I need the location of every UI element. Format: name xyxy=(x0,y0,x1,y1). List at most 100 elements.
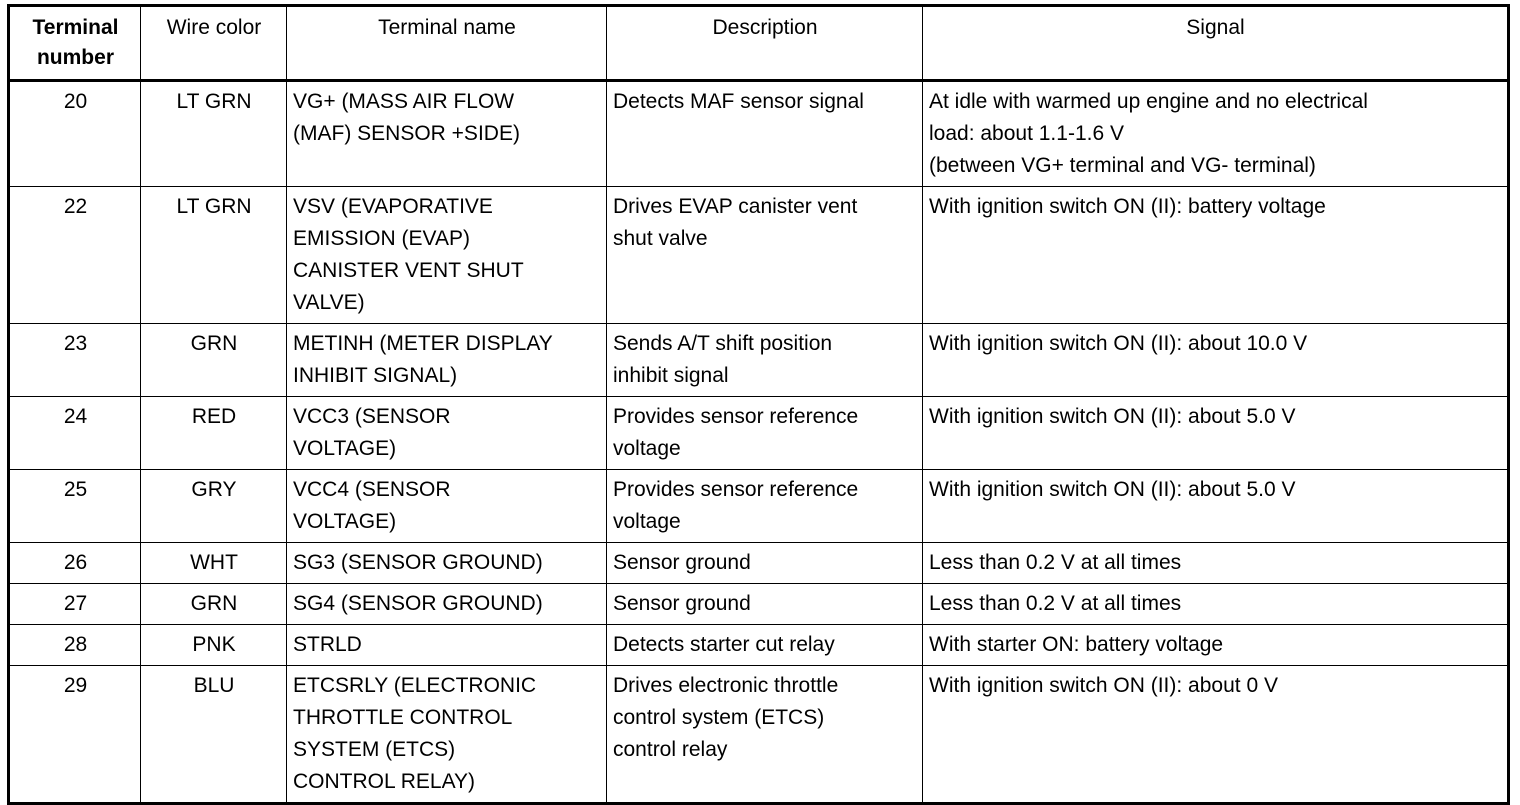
table-header: Terminal number Wire color Terminal name… xyxy=(8,5,1509,82)
cell-terminal-name: VG+ (MASS AIR FLOW (MAF) SENSOR +SIDE) xyxy=(286,80,607,187)
cell-terminal-name: VCC4 (SENSOR VOLTAGE) xyxy=(286,469,607,543)
cell-signal-line-1: With ignition switch ON (II): about 5.0 … xyxy=(929,478,1296,501)
cell-terminal-number: 26 xyxy=(8,542,141,584)
cell-signal: Less than 0.2 V at all times xyxy=(922,542,1509,584)
cell-terminal-name-line-1: VG+ (MASS AIR FLOW xyxy=(293,90,515,113)
cell-wire-color: BLU xyxy=(140,665,287,804)
column-header-terminal-name: Terminal name xyxy=(286,5,607,82)
cell-signal-line-1: Less than 0.2 V at all times xyxy=(929,551,1182,574)
cell-description-line-1: Detects MAF sensor signal xyxy=(613,90,864,113)
cell-terminal-name-line-1: SG3 (SENSOR GROUND) xyxy=(293,551,543,574)
cell-signal: With ignition switch ON (II): about 5.0 … xyxy=(922,396,1509,470)
cell-description: Sends A/T shift position inhibit signal xyxy=(606,323,923,397)
cell-description-line-1: Drives electronic throttle xyxy=(613,674,839,697)
cell-signal-line-2: load: about 1.1-1.6 V xyxy=(929,122,1124,145)
cell-terminal-name-line-2: (MAF) SENSOR +SIDE) xyxy=(293,122,520,145)
cell-signal-line-1: With ignition switch ON (II): battery vo… xyxy=(929,195,1326,218)
cell-signal-line-3: (between VG+ terminal and VG- terminal) xyxy=(929,154,1316,177)
cell-description: Sensor ground xyxy=(606,583,923,625)
cell-terminal-number: 27 xyxy=(8,583,141,625)
cell-signal-line-1: With ignition switch ON (II): about 10.0… xyxy=(929,332,1308,355)
cell-description: Detects MAF sensor signal xyxy=(606,80,923,187)
column-header-terminal-number-line-1: Terminal xyxy=(32,16,119,39)
cell-terminal-name-line-3: SYSTEM (ETCS) xyxy=(293,738,456,761)
cell-wire-color: WHT xyxy=(140,542,287,584)
cell-description-line-1: Provides sensor reference xyxy=(613,405,859,428)
cell-signal: With ignition switch ON (II): battery vo… xyxy=(922,186,1509,324)
cell-terminal-name: VSV (EVAPORATIVE EMISSION (EVAP) CANISTER … xyxy=(286,186,607,324)
column-header-signal: Signal xyxy=(922,5,1509,82)
cell-wire-color: GRN xyxy=(140,323,287,397)
cell-description-line-1: Sensor ground xyxy=(613,551,751,574)
cell-description-line-3: control relay xyxy=(613,738,728,761)
cell-description: Provides sensor reference voltage xyxy=(606,469,923,543)
cell-description-line-2: inhibit signal xyxy=(613,364,729,387)
cell-description-line-1: Provides sensor reference xyxy=(613,478,859,501)
cell-terminal-name-line-3: CANISTER VENT SHUT xyxy=(293,259,524,282)
cell-description: Provides sensor reference voltage xyxy=(606,396,923,470)
cell-terminal-name-line-1: SG4 (SENSOR GROUND) xyxy=(293,592,543,615)
cell-description-line-1: Sends A/T shift position xyxy=(613,332,833,355)
cell-description-line-2: shut valve xyxy=(613,227,708,250)
cell-signal: With ignition switch ON (II): about 0 V xyxy=(922,665,1509,804)
column-header-terminal-number-line-2: number xyxy=(36,46,114,69)
column-header-terminal-number: Terminal number xyxy=(8,5,141,82)
cell-signal: With ignition switch ON (II): about 10.0… xyxy=(922,323,1509,397)
cell-terminal-number: 24 xyxy=(8,396,141,470)
cell-terminal-name-line-1: VSV (EVAPORATIVE xyxy=(293,195,493,218)
cell-terminal-name: SG3 (SENSOR GROUND) xyxy=(286,542,607,584)
cell-terminal-name: STRLD xyxy=(286,624,607,666)
cell-description-line-1: Detects starter cut relay xyxy=(613,633,835,656)
cell-wire-color: GRN xyxy=(140,583,287,625)
cell-terminal-name-line-1: ETCSRLY (ELECTRONIC xyxy=(293,674,537,697)
cell-terminal-number: 25 xyxy=(8,469,141,543)
cell-description-line-2: control system (ETCS) xyxy=(613,706,825,729)
cell-description-line-1: Drives EVAP canister vent xyxy=(613,195,858,218)
cell-description: Drives EVAP canister vent shut valve xyxy=(606,186,923,324)
cell-terminal-number: 29 xyxy=(8,665,141,804)
cell-terminal-name-line-1: VCC4 (SENSOR xyxy=(293,478,451,501)
cell-terminal-name: METINH (METER DISPLAY INHIBIT SIGNAL) xyxy=(286,323,607,397)
cell-description-line-2: voltage xyxy=(613,437,681,460)
cell-wire-color: PNK xyxy=(140,624,287,666)
column-header-description: Description xyxy=(606,5,923,82)
cell-terminal-name-line-1: METINH (METER DISPLAY xyxy=(293,332,553,355)
cell-terminal-number: 23 xyxy=(8,323,141,397)
cell-description: Detects starter cut relay xyxy=(606,624,923,666)
cell-terminal-name-line-2: INHIBIT SIGNAL) xyxy=(293,364,458,387)
cell-signal-line-1: With ignition switch ON (II): about 5.0 … xyxy=(929,405,1296,428)
cell-signal-line-1: With starter ON: battery voltage xyxy=(929,633,1224,656)
cell-signal-line-1: With ignition switch ON (II): about 0 V xyxy=(929,674,1278,697)
cell-wire-color: LT GRN xyxy=(140,186,287,324)
cell-description-line-1: Sensor ground xyxy=(613,592,751,615)
cell-description-line-2: voltage xyxy=(613,510,681,533)
ecm-terminal-reference-table: Terminal number Wire color Terminal name… xyxy=(7,4,1510,805)
cell-wire-color: LT GRN xyxy=(140,80,287,187)
cell-terminal-name-line-4: CONTROL RELAY) xyxy=(293,770,476,793)
cell-wire-color: RED xyxy=(140,396,287,470)
cell-terminal-name-line-2: EMISSION (EVAP) xyxy=(293,227,470,250)
cell-signal: With ignition switch ON (II): about 5.0 … xyxy=(922,469,1509,543)
header-row: Terminal number Wire color Terminal name… xyxy=(8,5,1509,82)
cell-signal: With starter ON: battery voltage xyxy=(922,624,1509,666)
cell-terminal-name-line-2: VOLTAGE) xyxy=(293,510,397,533)
cell-terminal-number: 28 xyxy=(8,624,141,666)
cell-wire-color: GRY xyxy=(140,469,287,543)
cell-terminal-number: 20 xyxy=(8,80,141,187)
terminal-table-container: Terminal number Wire color Terminal name… xyxy=(7,4,1510,805)
cell-terminal-name-line-2: VOLTAGE) xyxy=(293,437,397,460)
cell-terminal-name-line-4: VALVE) xyxy=(293,291,365,314)
cell-signal: Less than 0.2 V at all times xyxy=(922,583,1509,625)
cell-description: Drives electronic throttle control system… xyxy=(606,665,923,804)
cell-signal-line-1: Less than 0.2 V at all times xyxy=(929,592,1182,615)
